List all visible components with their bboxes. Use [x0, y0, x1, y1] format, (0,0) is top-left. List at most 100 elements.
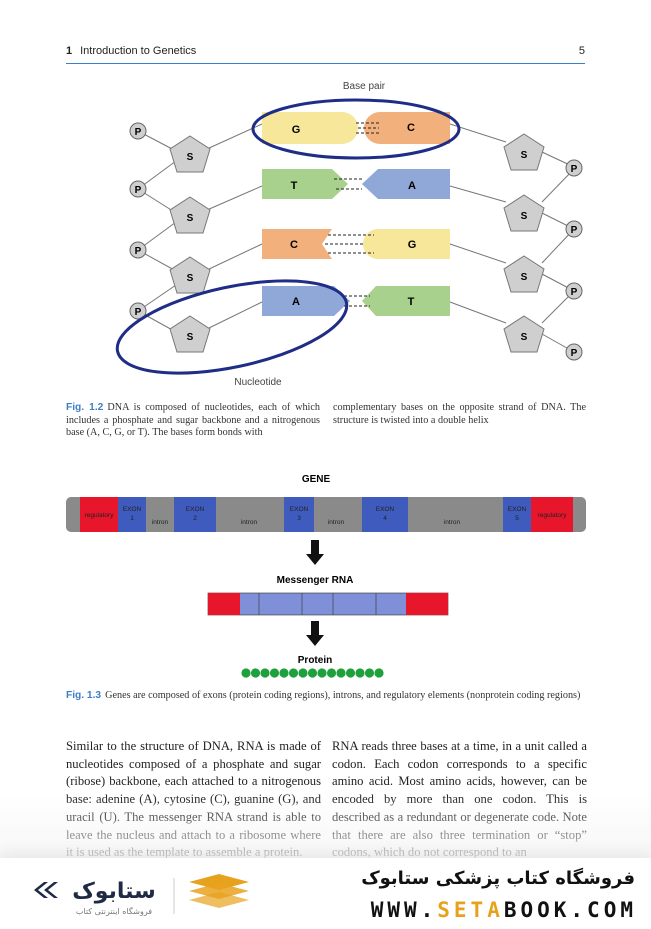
svg-text:P: P — [135, 246, 142, 257]
exon-label: 1 — [130, 515, 134, 522]
base-label-right-1: C — [407, 122, 415, 134]
mrna-label: Messenger RNA — [277, 575, 354, 586]
store-name: فروشگاه کتاب پزشکی ستابوک — [361, 868, 635, 889]
left-phosphates: P P P P — [129, 122, 147, 320]
svg-text:S: S — [187, 152, 194, 163]
base-G — [262, 112, 358, 144]
amino-acid-bead — [288, 668, 299, 678]
segment-label: intron — [444, 519, 461, 526]
base-C — [262, 229, 332, 259]
segment-label: intron — [328, 519, 345, 526]
segment-label: regulatory — [85, 512, 115, 519]
svg-text:S: S — [521, 150, 528, 161]
url-prefix: WWW. — [370, 898, 438, 922]
page-fade — [0, 795, 651, 865]
nucleotide-label: Nucleotide — [234, 377, 282, 388]
phosphate: P — [129, 122, 147, 140]
amino-acid-bead — [364, 668, 375, 678]
base-A — [362, 169, 450, 199]
sugar: S — [503, 315, 545, 353]
svg-text:P: P — [135, 307, 142, 318]
base-label-left-2: T — [291, 180, 298, 192]
svg-text:P: P — [571, 225, 578, 236]
exon-label: EXON — [186, 506, 205, 513]
exon-label: EXON — [376, 506, 395, 513]
gene-title: GENE — [302, 474, 331, 485]
exon-5 — [503, 497, 531, 532]
amino-acid-bead — [269, 668, 280, 678]
figure-1-2-caption-col2: complementary bases on the opposite stra… — [333, 402, 586, 426]
protein-label: Protein — [298, 655, 332, 666]
base-pair-label: Base pair — [343, 81, 386, 92]
phosphate: P — [565, 282, 583, 300]
base-label-right-4: T — [408, 296, 415, 308]
protein-chain — [241, 668, 384, 678]
base-label-left-3: C — [290, 239, 298, 251]
sugar: S — [169, 315, 211, 353]
svg-text:S: S — [187, 213, 194, 224]
figure-gene-structure: GENE regulatory EXON 1 intron EXON 2 int… — [66, 466, 586, 684]
nucleotide-ellipse — [115, 279, 349, 375]
store-logo: ستابوک فروشگاه اینترنتی کتاب — [34, 874, 249, 916]
phosphate: P — [129, 180, 147, 198]
sugar: S — [503, 133, 545, 171]
segment-label: intron — [152, 519, 169, 526]
base-pair-ellipse — [251, 98, 461, 160]
svg-text:P: P — [135, 127, 142, 138]
store-url[interactable]: WWW.SETABOOK.COM — [371, 898, 637, 922]
amino-acid-bead — [260, 668, 270, 678]
down-arrow-icon — [306, 621, 324, 646]
url-highlight: SETA — [437, 898, 504, 922]
book-stack-icon — [189, 874, 249, 908]
base-label-left-4: A — [292, 296, 300, 308]
dna-diagram: P P P P S S S S S S S S P P P P — [115, 81, 583, 388]
sugar: S — [503, 255, 545, 293]
amino-acid-bead — [317, 668, 327, 678]
mrna-utr-right — [406, 593, 448, 615]
sugar: S — [169, 135, 211, 173]
exon-4 — [362, 497, 408, 532]
base-pair-row-4: A T — [262, 286, 450, 316]
exon-label: EXON — [508, 506, 527, 513]
svg-text:S: S — [187, 273, 194, 284]
base-label-right-3: G — [408, 239, 417, 251]
exon-1 — [118, 497, 146, 532]
amino-acid-bead — [250, 668, 261, 678]
chapter-number: 1 — [66, 45, 73, 57]
logo-subtext: فروشگاه اینترنتی کتاب — [76, 906, 152, 916]
sugar: S — [169, 256, 211, 294]
exon-label: 2 — [193, 515, 197, 522]
exon-label: 4 — [383, 515, 387, 522]
svg-text:S: S — [521, 272, 528, 283]
base-C — [364, 112, 450, 144]
figure-dna-structure: P P P P S S S S S S S S P P P P — [66, 72, 596, 392]
svg-text:S: S — [521, 332, 528, 343]
store-banner: ستابوک فروشگاه اینترنتی کتاب فروشگاه کتا… — [0, 858, 651, 929]
base-label-left-1: G — [292, 124, 301, 136]
base-label-right-2: A — [408, 180, 416, 192]
exon-2 — [174, 497, 216, 532]
figure-label: Fig. 1.3 — [66, 690, 102, 701]
phosphate: P — [129, 302, 147, 320]
base-G — [363, 229, 450, 259]
regulatory-region-left — [80, 497, 118, 532]
down-arrow-icon — [306, 540, 324, 565]
svg-text:P: P — [571, 348, 578, 359]
svg-text:P: P — [571, 287, 578, 298]
amino-acid-bead — [241, 668, 251, 678]
chapter-title: Introduction to Genetics — [80, 45, 197, 57]
amino-acid-bead — [298, 668, 308, 678]
caption-text: Genes are composed of exons (protein cod… — [105, 690, 581, 701]
svg-text:P: P — [135, 185, 142, 196]
url-suffix: BOOK.COM — [503, 898, 637, 922]
phosphate: P — [565, 159, 583, 177]
amino-acid-bead — [374, 668, 384, 678]
svg-text:S: S — [521, 211, 528, 222]
exon-label: EXON — [123, 506, 142, 513]
svg-text:P: P — [571, 164, 578, 175]
figure-label: Fig. 1.2 — [66, 402, 104, 413]
right-sugars: S S S S — [503, 133, 545, 353]
